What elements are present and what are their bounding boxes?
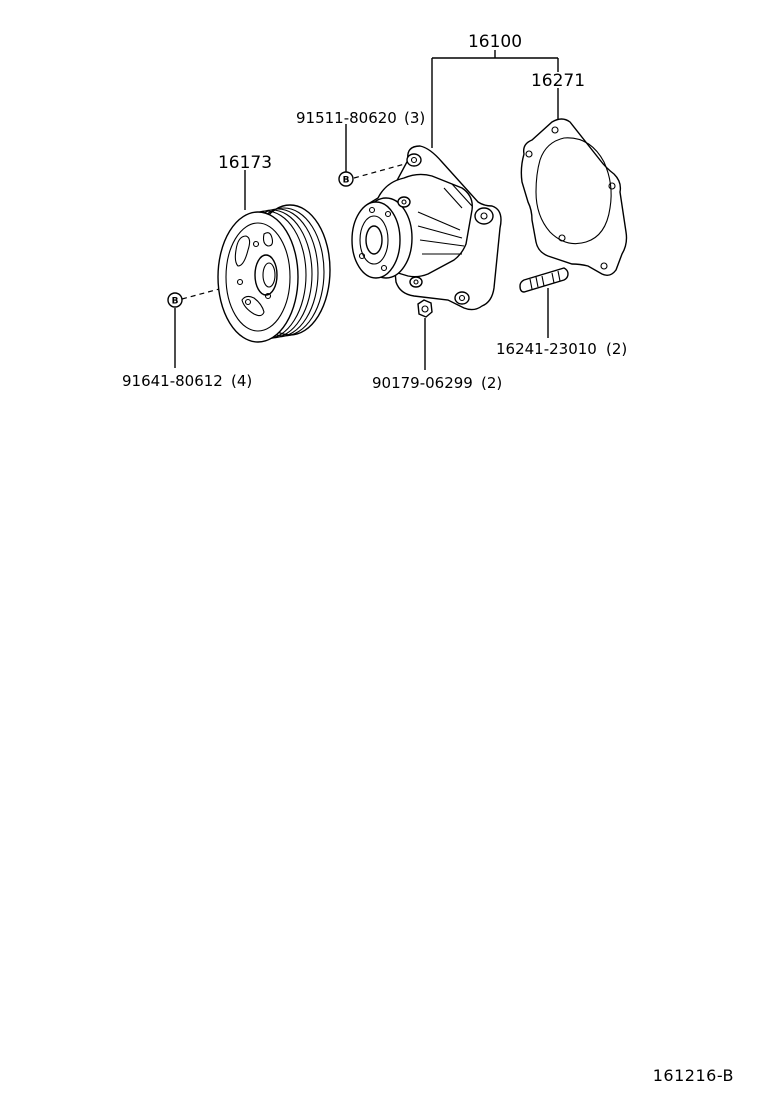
nut-part xyxy=(417,299,433,318)
pump-bolt-part-number: 91511-80620 xyxy=(296,109,397,127)
pulley-bolt-part-number: 91641-80612 xyxy=(122,372,223,390)
water-pump-part xyxy=(351,145,502,311)
pump-bolt-qty: (3) xyxy=(404,109,425,127)
gasket-part xyxy=(520,118,628,277)
stud-part-number: 16241-23010 xyxy=(496,340,597,358)
pulley-bolt-marker: B xyxy=(167,292,183,308)
pulley-part xyxy=(217,204,331,343)
pump-bolt-path xyxy=(353,161,413,179)
stud-part xyxy=(519,267,569,293)
assembly-bracket xyxy=(431,50,559,148)
assembly-part-number: 16100 xyxy=(468,32,522,52)
pump-bolt-marker: B xyxy=(338,171,354,187)
pulley-bolt-marker-letter: B xyxy=(172,297,179,307)
figure-code: 161216-B xyxy=(652,1066,734,1085)
nut-qty: (2) xyxy=(481,374,502,392)
stud-qty: (2) xyxy=(606,340,627,358)
pulley-bolt-qty: (4) xyxy=(231,372,252,390)
gasket-part-number: 16271 xyxy=(531,71,585,91)
pump-bolt-marker-letter: B xyxy=(343,176,350,186)
nut-part-number: 90179-06299 xyxy=(372,374,473,392)
pulley-part-number: 16173 xyxy=(218,153,272,173)
